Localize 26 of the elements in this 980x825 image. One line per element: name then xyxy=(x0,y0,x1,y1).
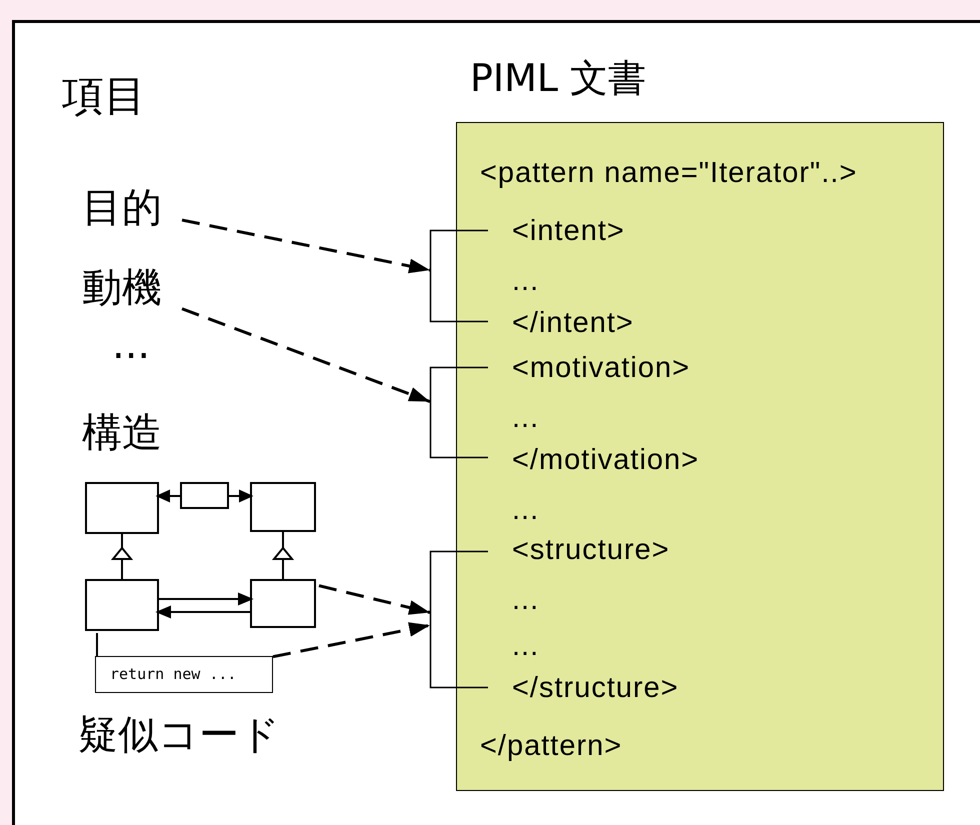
code-line: ... xyxy=(512,403,540,435)
code-line: ... xyxy=(512,495,540,527)
item-label: 構造 xyxy=(82,410,162,456)
item-label: 目的 xyxy=(82,185,162,231)
code-line: </structure> xyxy=(512,673,679,705)
code-line: <pattern name="Iterator"..> xyxy=(480,158,858,190)
code-note: return new ... xyxy=(95,656,273,693)
arrow xyxy=(318,584,430,615)
arrow xyxy=(181,307,431,404)
code-line: <intent> xyxy=(512,216,625,248)
code-line: ... xyxy=(512,585,540,617)
code-line: <motivation> xyxy=(512,353,690,385)
code-line: ... xyxy=(512,266,540,298)
code-line: </pattern> xyxy=(480,731,622,763)
arrow xyxy=(182,218,430,274)
item-label: 疑似コード xyxy=(78,712,280,758)
code-line: <structure> xyxy=(512,535,670,567)
connector-line xyxy=(96,633,98,656)
heading: PIML 文書 xyxy=(470,57,646,101)
code-line: ... xyxy=(512,631,540,663)
item-label: 動機 xyxy=(82,265,162,311)
column-heading: 項目 xyxy=(62,72,146,120)
arrow xyxy=(272,622,430,658)
code-line: </intent> xyxy=(512,308,634,340)
item-label: ... xyxy=(112,322,150,368)
code-line: </motivation> xyxy=(512,445,700,477)
